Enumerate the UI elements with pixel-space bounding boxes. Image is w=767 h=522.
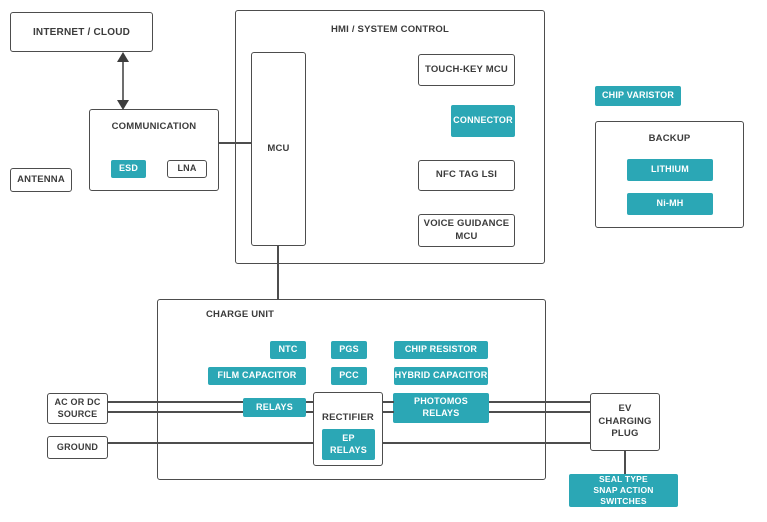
mcu-box: MCU: [251, 52, 306, 246]
rectifier-to-photomos-line-1: [383, 401, 394, 403]
hybrid-capacitor-chip: HYBRID CAPACITOR: [394, 367, 488, 385]
plug-to-seal-switches-line: [624, 450, 626, 474]
ev-charging-plug-box: EV CHARGING PLUG: [590, 393, 660, 451]
backup-group-title: BACKUP: [648, 133, 691, 144]
nfc-tag-lsi-box: NFC TAG LSI: [418, 160, 515, 191]
antenna-box: ANTENNA: [10, 168, 72, 192]
seal-type-snap-action-switches-chip: SEAL TYPE SNAP ACTION SWITCHES: [569, 474, 678, 507]
relays-chip: RELAYS: [243, 398, 306, 417]
mcu-to-charge-unit-line: [277, 246, 279, 300]
connector-chip: CONNECTOR: [451, 105, 515, 137]
voice-guidance-mcu-box: VOICE GUIDANCE MCU: [418, 214, 515, 247]
esd-chip: ESD: [111, 160, 146, 178]
lna-box: LNA: [167, 160, 207, 178]
pcc-chip: PCC: [331, 367, 367, 385]
touch-key-mcu-box: TOUCH-KEY MCU: [418, 54, 515, 86]
photomos-relays-chip: PHOTOMOS RELAYS: [393, 393, 489, 423]
ep-relays-chip: EP RELAYS: [322, 429, 375, 460]
internet-cloud-box: INTERNET / CLOUD: [10, 12, 153, 52]
charge-unit-group-box: CHARGE UNIT NTC PGS CHIP RESISTOR FILM C…: [157, 299, 546, 480]
communication-to-mcu-line: [219, 142, 251, 144]
relays-to-rectifier-line-1: [306, 401, 314, 403]
source-to-relays-line-2: [108, 411, 243, 413]
rectifier-label: RECTIFIER: [322, 412, 374, 424]
pgs-chip: PGS: [331, 341, 367, 359]
ntc-chip: NTC: [270, 341, 306, 359]
rectifier-to-photomos-line-2: [383, 411, 394, 413]
relays-to-rectifier-line-2: [306, 411, 314, 413]
hmi-system-control-group-box: HMI / SYSTEM CONTROL MCU TOUCH-KEY MCU C…: [235, 10, 545, 264]
ni-mh-chip: Ni-MH: [627, 193, 713, 215]
lithium-chip: LITHIUM: [627, 159, 713, 181]
source-to-relays-line-1: [108, 401, 243, 403]
hmi-system-control-title: HMI / SYSTEM CONTROL: [331, 24, 449, 35]
communication-group-box: COMMUNICATION ESD LNA: [89, 109, 219, 191]
chip-resistor-chip: CHIP RESISTOR: [394, 341, 488, 359]
chip-varistor-chip: CHIP VARISTOR: [595, 86, 681, 106]
backup-group-box: BACKUP LITHIUM Ni-MH: [595, 121, 744, 228]
charge-unit-title: CHARGE UNIT: [206, 309, 275, 320]
communication-group-title: COMMUNICATION: [111, 121, 197, 132]
ground-box: GROUND: [47, 436, 108, 459]
rectifier-box: RECTIFIER EP RELAYS: [313, 392, 383, 466]
photomos-to-plug-line-1: [489, 401, 590, 403]
film-capacitor-chip: FILM CAPACITOR: [208, 367, 306, 385]
ac-or-dc-source-box: AC OR DC SOURCE: [47, 393, 108, 424]
rectifier-to-plug-ground-line: [383, 442, 590, 444]
photomos-to-plug-line-2: [489, 411, 590, 413]
ground-to-rectifier-line: [108, 442, 313, 444]
bidirectional-arrow-icon: [117, 52, 129, 110]
